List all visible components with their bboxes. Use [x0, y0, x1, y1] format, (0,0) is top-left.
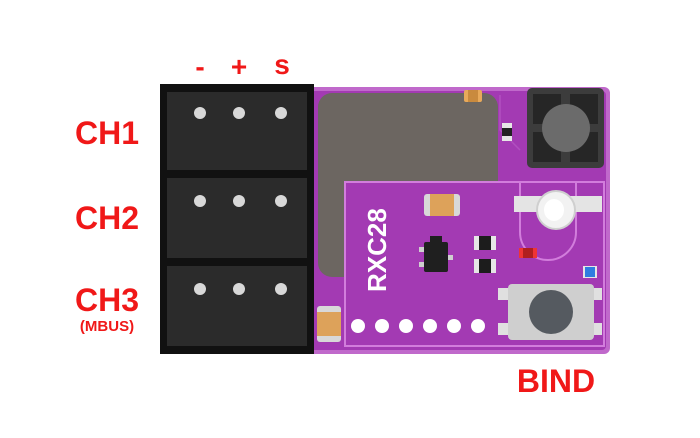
channel-label-ch1: CH1 — [75, 115, 139, 151]
resistors — [474, 236, 496, 273]
red-resistor — [519, 248, 537, 258]
pin-label-signal: s — [274, 49, 290, 80]
capacitor-top — [464, 90, 482, 102]
connector-row-ch3 — [167, 266, 307, 346]
channel-labels: CH1 CH2 CH3 (MBUS) — [75, 115, 139, 335]
led — [514, 190, 602, 230]
bind-button[interactable] — [498, 284, 602, 340]
capacitor-bottom — [317, 306, 341, 342]
channel-label-ch2: CH2 — [75, 200, 139, 236]
channel-label-ch3: CH3 — [75, 282, 139, 318]
solder-pads — [351, 319, 485, 333]
capacitor-orange — [424, 194, 460, 216]
antenna-block — [527, 88, 604, 168]
channel-sublabel-mbus: (MBUS) — [80, 318, 134, 335]
pin-label-plus: + — [231, 51, 247, 82]
pin-label-minus: - — [195, 51, 204, 82]
connector-row-ch2 — [167, 178, 307, 258]
bind-label: BIND — [517, 363, 595, 399]
capacitor-small — [502, 123, 512, 141]
servo-connector — [160, 84, 314, 354]
blue-led — [583, 266, 597, 278]
connector-row-ch1 — [167, 92, 307, 170]
pin-labels: - + s — [195, 49, 289, 82]
board-label: RXC28 — [362, 208, 392, 292]
transistor — [419, 236, 453, 272]
